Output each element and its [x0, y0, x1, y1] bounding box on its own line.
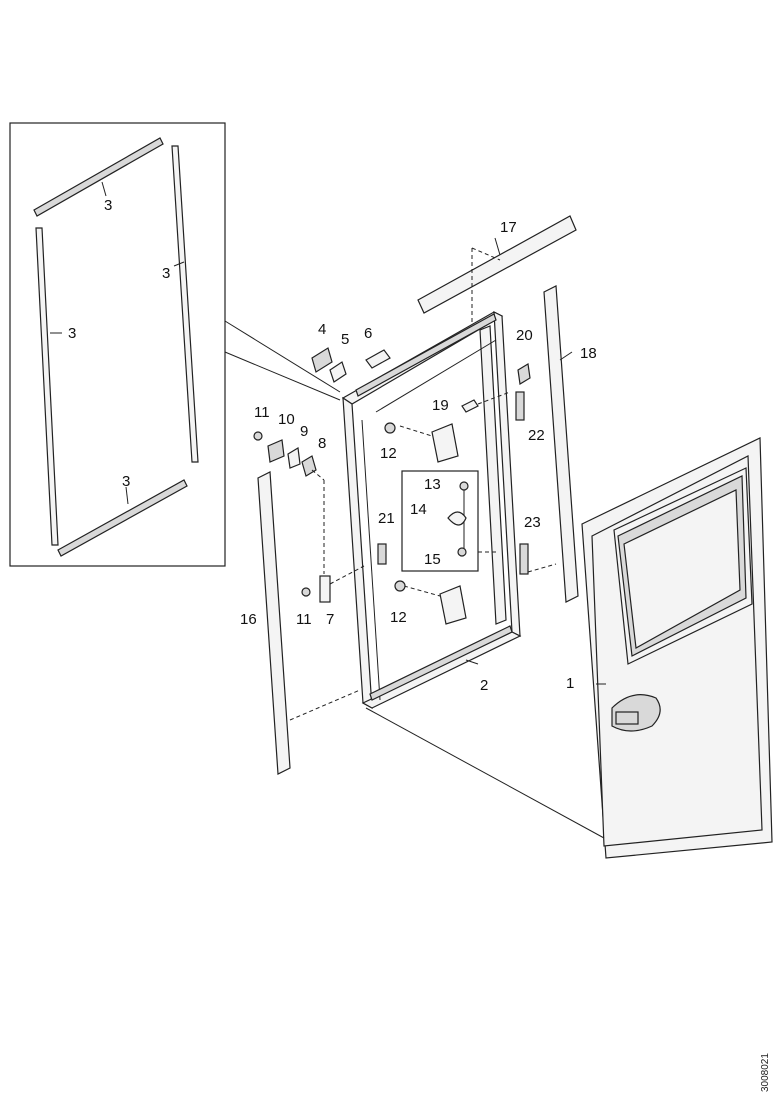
- callout-13: 13: [424, 476, 441, 493]
- hinge-upper: [399, 423, 459, 463]
- seal-strip-left: [35, 227, 59, 546]
- hinge-lower: [403, 585, 467, 625]
- callout-19: 19: [432, 397, 449, 414]
- callout-4: 4: [318, 321, 326, 338]
- plate-10: [267, 439, 285, 463]
- callout-15: 15: [424, 551, 441, 568]
- clip-8: [301, 455, 325, 574]
- callout-1: 1: [566, 675, 574, 692]
- callout-3-top: 3: [104, 197, 112, 214]
- fastener-11-upper: [253, 431, 263, 441]
- document-id: 3008021: [760, 1053, 771, 1092]
- callout-22: 22: [528, 427, 545, 444]
- pad-23: [519, 543, 557, 575]
- clip-19: [461, 391, 511, 413]
- seal-strip-bottom: [57, 479, 188, 557]
- callout-3-right: 3: [162, 265, 170, 282]
- latch-detail-box: [401, 470, 498, 572]
- pad-22: [515, 391, 525, 421]
- hinge-bracket-4: [311, 347, 333, 373]
- callouts: 3 3 3 3 17 4 5 6 20 18 11 10 9 8 19 22 1…: [68, 197, 597, 694]
- callout-23: 23: [524, 514, 541, 531]
- callout-12-upper: 12: [380, 445, 397, 462]
- callout-20: 20: [516, 327, 533, 344]
- top-rail: [417, 215, 577, 330]
- callout-12-lower: 12: [390, 609, 407, 626]
- seal-strip-right: [171, 145, 199, 463]
- clip-21: [377, 543, 387, 565]
- callout-17: 17: [500, 219, 517, 236]
- callout-2: 2: [480, 677, 488, 694]
- callout-5: 5: [341, 331, 349, 348]
- door-panel: [365, 437, 773, 859]
- callout-3-left: 3: [68, 325, 76, 342]
- callout-9: 9: [300, 423, 308, 440]
- callout-11-upper: 11: [254, 404, 270, 421]
- inset-leader-upper: [224, 320, 341, 393]
- bracket-7: [319, 565, 365, 603]
- inset-leader-lower: [224, 351, 341, 401]
- bolt-12-lower: [394, 580, 406, 592]
- side-seal-16: [257, 471, 361, 775]
- bracket-20: [517, 363, 531, 385]
- fastener-11-lower: [301, 587, 311, 597]
- side-seal-18: [543, 285, 579, 603]
- callout-16: 16: [240, 611, 257, 628]
- callout-6: 6: [364, 325, 372, 342]
- callout-11-lower: 11: [296, 611, 312, 628]
- door-frame: [341, 311, 522, 710]
- clip-6: [365, 349, 391, 369]
- callout-21: 21: [378, 510, 395, 527]
- seal-strip-top: [33, 137, 164, 217]
- inset-detail-box: [9, 122, 226, 567]
- callout-7: 7: [326, 611, 334, 628]
- callout-3-bottom: 3: [122, 473, 130, 490]
- callout-8: 8: [318, 435, 326, 452]
- callout-18: 18: [580, 345, 597, 362]
- callout-10: 10: [278, 411, 295, 428]
- clip-9: [287, 447, 301, 469]
- callout-14: 14: [410, 501, 427, 518]
- clip-5: [329, 361, 347, 383]
- bolt-12-upper: [384, 422, 396, 434]
